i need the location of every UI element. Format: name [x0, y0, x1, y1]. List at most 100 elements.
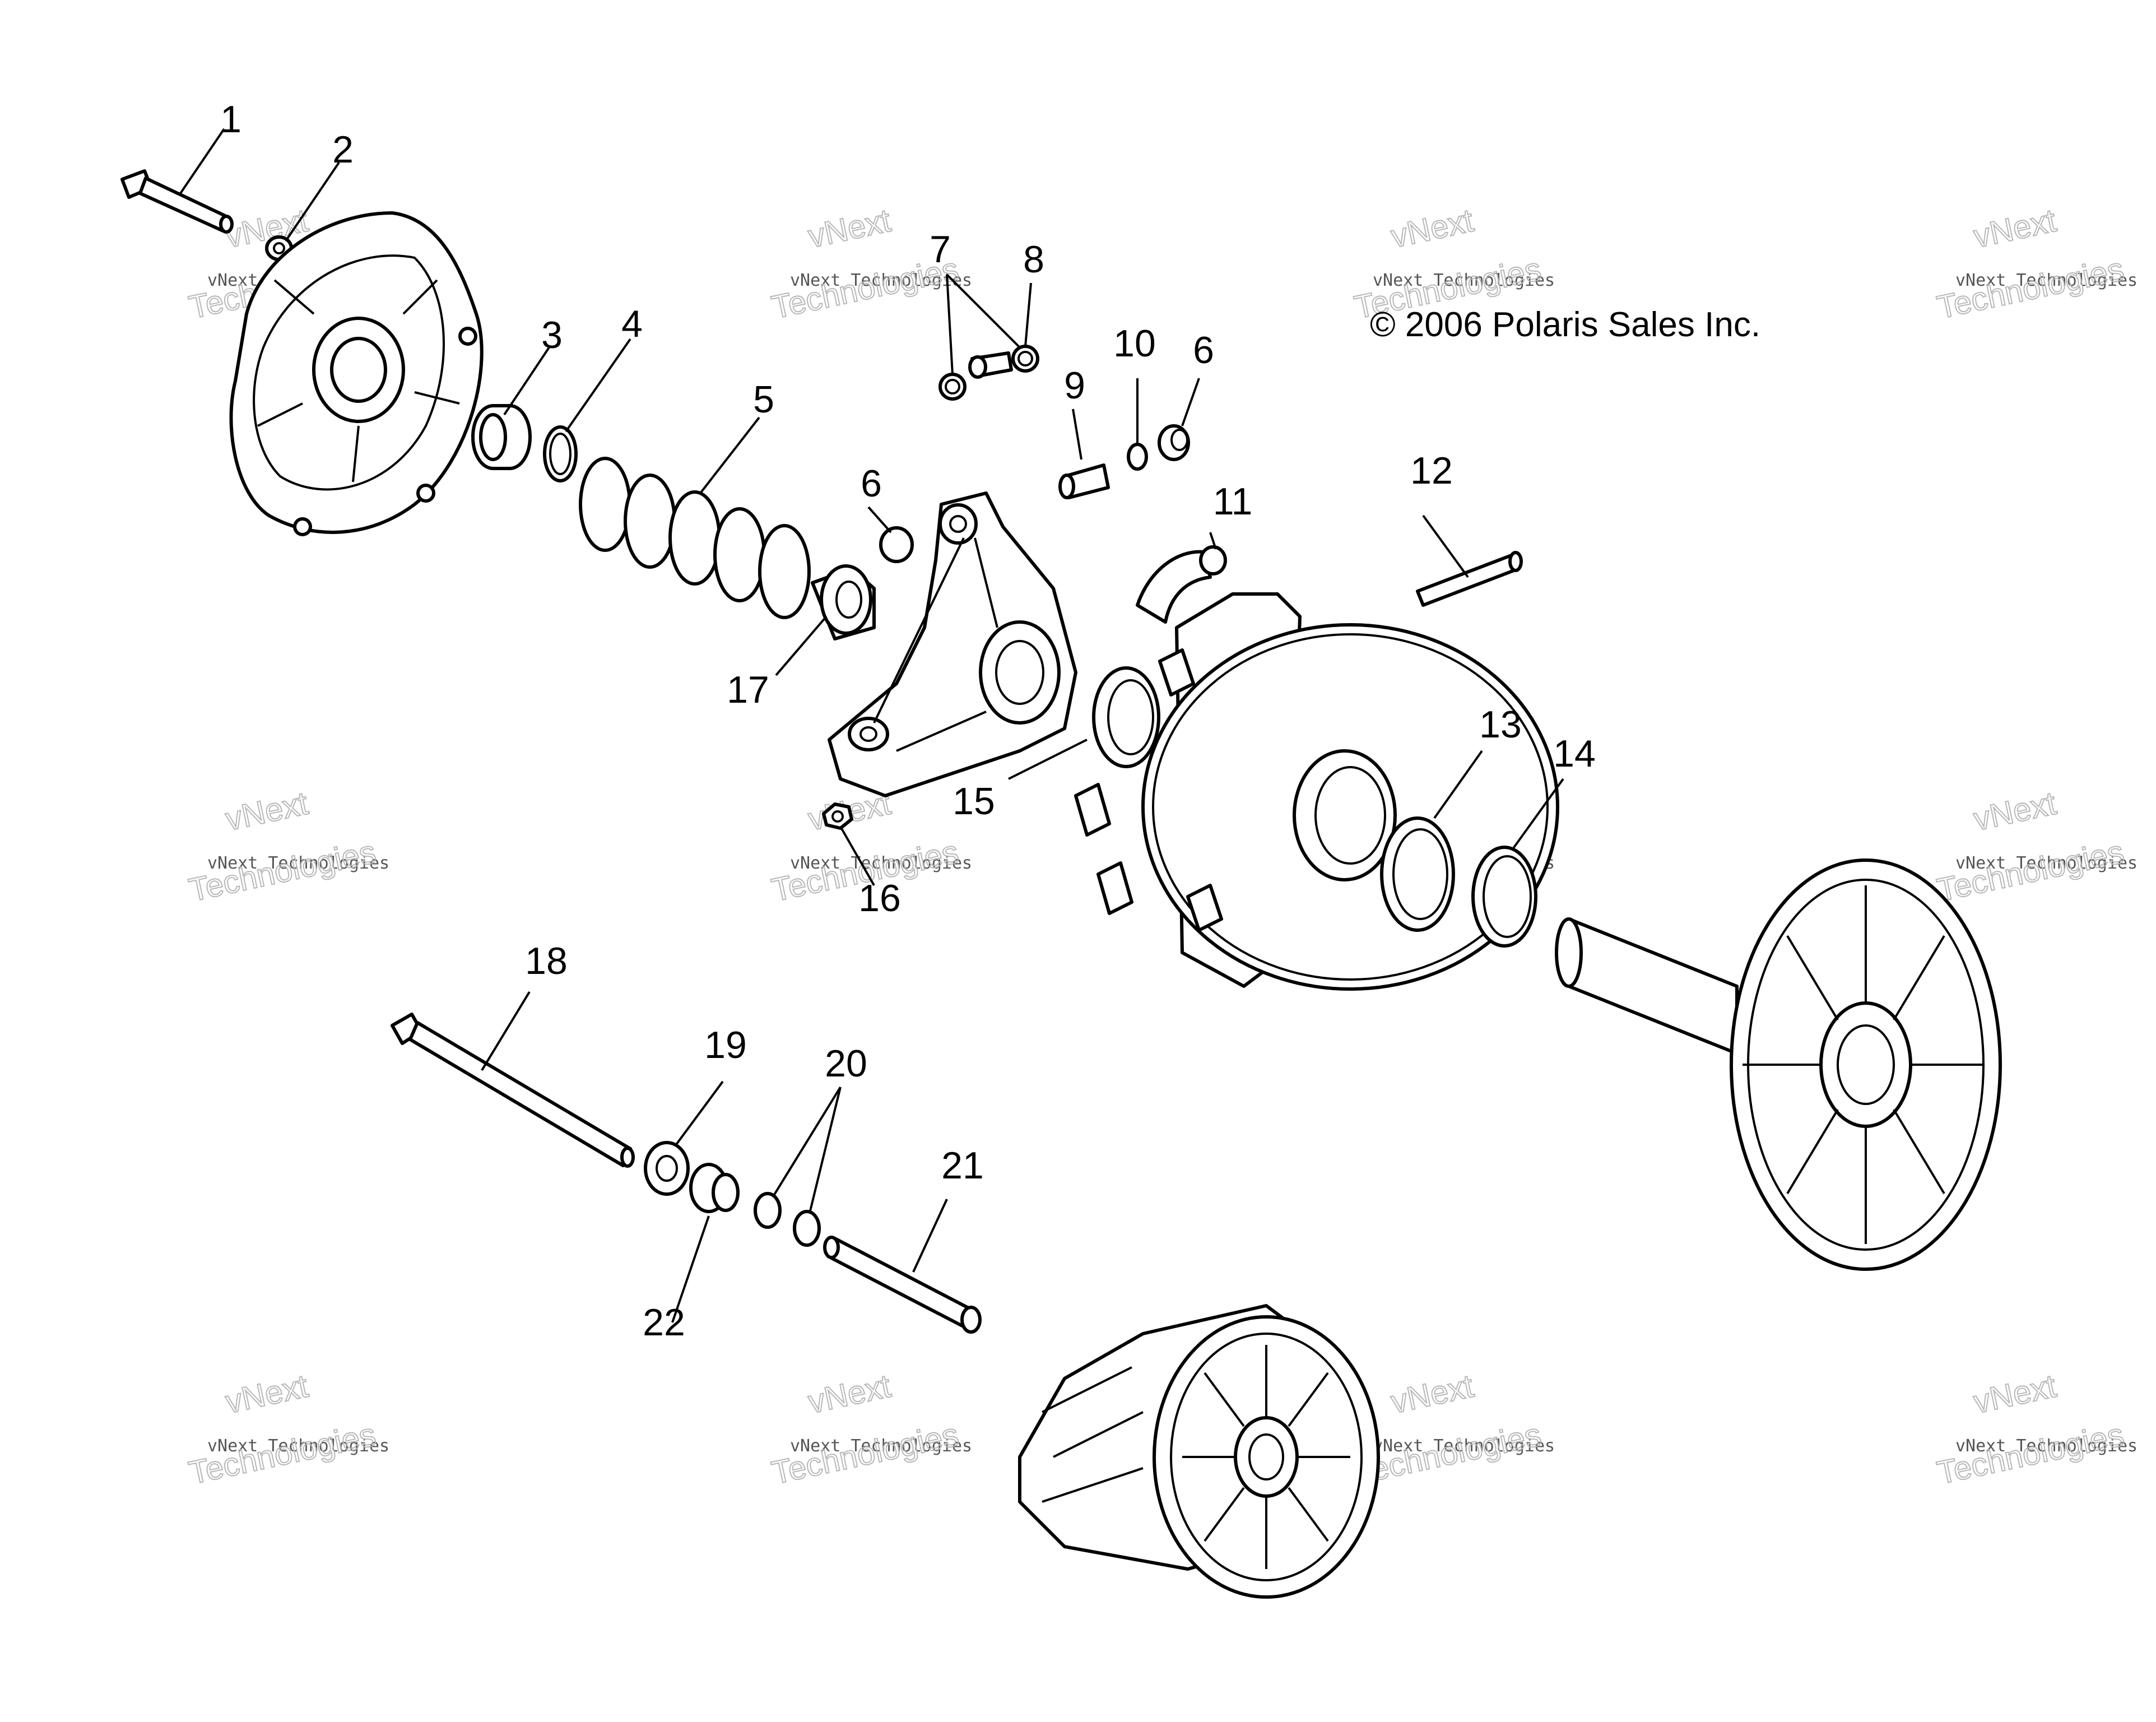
leader-18 — [481, 991, 531, 1071]
leader-19 — [674, 1080, 724, 1147]
leader-8 — [1024, 282, 1032, 347]
watermark-line1: vNext — [1388, 1368, 1477, 1421]
callout-14: 14 — [1553, 732, 1596, 775]
leader-15 — [1008, 739, 1088, 780]
leader-21 — [912, 1199, 948, 1273]
watermark-line1: vNext — [805, 202, 894, 255]
fixed-sheave — [1555, 858, 2002, 1271]
watermark-line3: Technologies — [1934, 1416, 2127, 1491]
callout-5: 5 — [753, 378, 774, 421]
callout-21: 21 — [941, 1144, 984, 1187]
callout-6-upper: 6 — [1193, 329, 1214, 372]
watermark-line3: Technologies — [1351, 1416, 1545, 1491]
callout-20: 20 — [825, 1042, 867, 1085]
moveable-sheave — [1074, 592, 1559, 991]
callout-6-lower: 6 — [861, 462, 882, 505]
watermark-line2: vNext Technologies — [207, 853, 389, 873]
part-10-washer — [1127, 443, 1148, 471]
callout-1: 1 — [220, 98, 241, 141]
watermark-line1: vNext — [1971, 785, 2060, 838]
callout-labels: 1 2 3 4 5 6 6 7 8 9 10 11 12 13 14 15 16… — [220, 98, 1596, 1344]
leader-20b — [808, 1087, 842, 1214]
part-18-bolt — [391, 1013, 635, 1168]
part-20-o-rings — [754, 1192, 821, 1247]
callout-13: 13 — [1479, 703, 1522, 746]
watermark-line2: vNext Technologies — [1955, 271, 2138, 290]
watermark-line3: Technologies — [1934, 833, 2127, 908]
leader-2 — [285, 161, 340, 242]
watermark-line3: Technologies — [186, 833, 379, 908]
copyright-notice: © 2006 Polaris Sales Inc. — [1370, 305, 1760, 344]
leader-20a — [772, 1086, 842, 1197]
part-13-bushing — [1380, 816, 1455, 932]
callout-9: 9 — [1064, 364, 1085, 407]
part-4-snap-ring — [543, 425, 578, 482]
leader-16 — [839, 826, 875, 886]
callout-3: 3 — [541, 314, 563, 356]
part-9-pin — [1058, 463, 1110, 499]
part-1-bolt — [120, 169, 234, 234]
leader-11 — [1209, 532, 1217, 550]
watermark-line1: vNext — [222, 1368, 312, 1421]
callout-7: 7 — [930, 228, 951, 271]
spider-arm — [828, 491, 1077, 797]
callout-4: 4 — [621, 303, 643, 345]
callout-15: 15 — [952, 780, 995, 823]
leader-22 — [671, 1215, 710, 1323]
part-21-sleeve — [823, 1236, 982, 1334]
callout-8: 8 — [1023, 238, 1044, 281]
callout-17: 17 — [727, 669, 769, 711]
callout-10: 10 — [1113, 322, 1156, 365]
part-7-washer — [938, 373, 967, 401]
part-6-roller-lower — [879, 526, 914, 563]
callout-22: 22 — [643, 1301, 685, 1344]
watermark-line2: vNext Technologies — [790, 853, 972, 873]
watermark-line2: vNext Technologies — [1373, 271, 1555, 290]
watermark-line1: vNext — [222, 785, 312, 838]
part-6-roller-upper — [1158, 424, 1190, 461]
leader-1 — [178, 128, 225, 196]
part-17-spring-cup — [811, 564, 876, 640]
assembled-clutch — [1018, 1304, 1380, 1599]
leader-17 — [775, 615, 828, 676]
callout-11: 11 — [1213, 480, 1253, 523]
part-11-weight — [1136, 545, 1227, 624]
watermark-line1: vNext — [1971, 1368, 2060, 1421]
clutch-cover — [229, 211, 484, 536]
watermark-line3: Technologies — [1934, 250, 2127, 326]
part-16-nut — [822, 802, 853, 830]
watermark-line2: vNext Technologies — [1373, 1436, 1555, 1456]
watermark-line2: vNext Technologies — [207, 1436, 389, 1456]
watermark-line2: vNext Technologies — [1955, 1436, 2138, 1456]
leader-14 — [1512, 778, 1564, 850]
watermark-line1: vNext — [805, 1368, 894, 1421]
leader-6a — [867, 506, 892, 533]
leader-6b — [1181, 378, 1200, 426]
leader-7a — [946, 274, 954, 375]
part-12-pin — [1416, 551, 1523, 607]
leader-3 — [503, 346, 550, 416]
part-3-bushing — [471, 404, 532, 470]
leader-4 — [565, 338, 631, 433]
part-22-bushing — [689, 1163, 740, 1213]
callout-2: 2 — [332, 128, 354, 171]
leader-5 — [699, 416, 760, 494]
watermark-line2: vNext Technologies — [1955, 853, 2138, 873]
part-8-pin-assembly — [968, 345, 1039, 379]
part-19-washer — [644, 1141, 690, 1196]
leader-13 — [1433, 750, 1483, 819]
watermark-line1: vNext — [1388, 202, 1477, 255]
part-14-ring — [1471, 846, 1537, 948]
part-15-seal — [1092, 666, 1160, 768]
watermark-line1: vNext — [1971, 202, 2060, 255]
watermark-line2: vNext Technologies — [790, 271, 972, 290]
watermark-line3: Technologies — [186, 1416, 379, 1491]
part-5-spring — [579, 457, 811, 619]
